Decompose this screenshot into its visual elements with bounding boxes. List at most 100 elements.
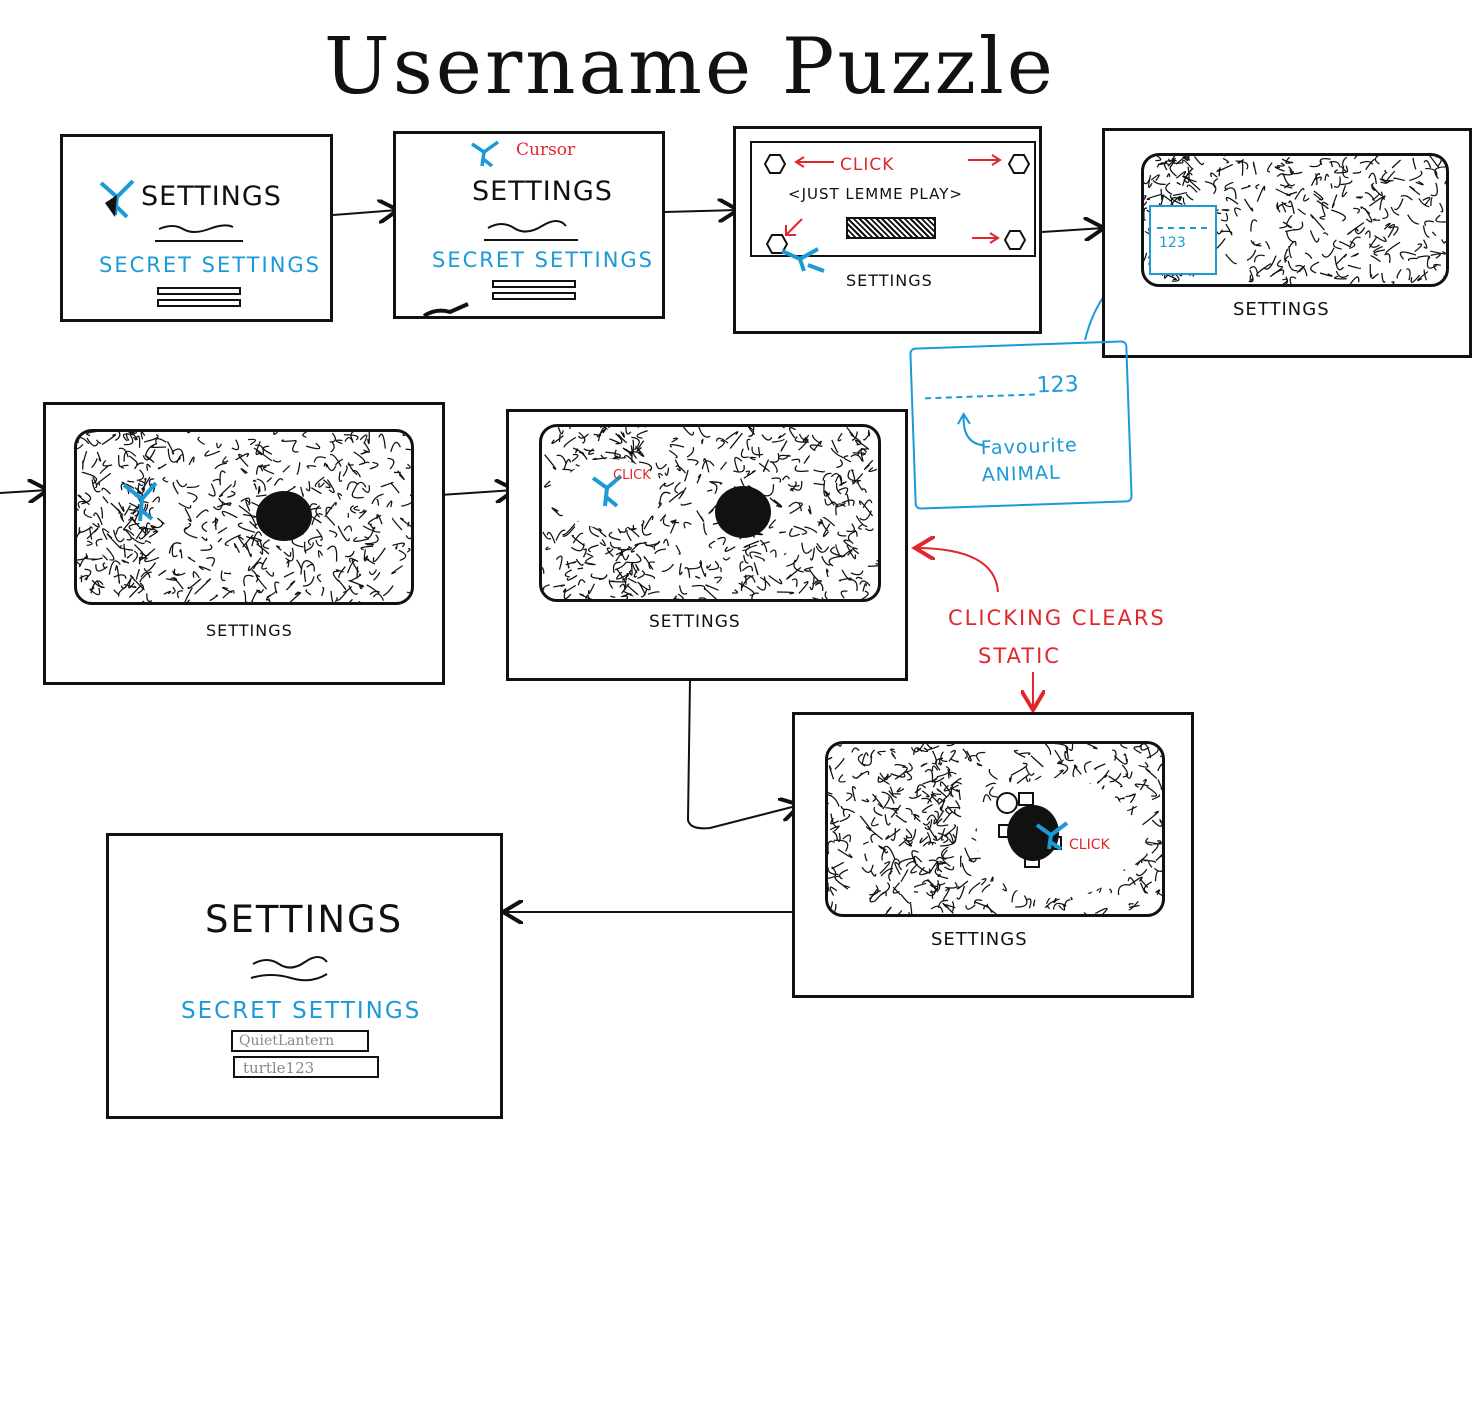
noise-stroke <box>877 750 886 756</box>
noise-stroke <box>102 496 109 504</box>
noise-stroke <box>1309 230 1320 243</box>
noise-stroke <box>617 434 628 444</box>
noise-stroke <box>90 580 104 594</box>
noise-stroke <box>626 553 642 564</box>
noise-stroke <box>819 518 829 532</box>
noise-stroke <box>1113 755 1128 765</box>
secret-settings-label[interactable]: SECRET SETTINGS <box>432 248 655 272</box>
noise-stroke <box>1144 195 1147 201</box>
noise-stroke <box>1417 271 1429 282</box>
noise-stroke <box>183 526 198 539</box>
hexagon-icon[interactable] <box>1008 153 1030 175</box>
noise-stroke <box>824 490 835 506</box>
callout-field-line <box>924 393 1035 400</box>
cursor-icon <box>781 247 825 273</box>
play-button-label[interactable]: <JUST LEMME PLAY> <box>788 185 963 203</box>
noise-stroke <box>347 463 354 466</box>
noise-stroke <box>1288 240 1297 249</box>
noise-stroke <box>402 432 408 437</box>
noise-stroke <box>941 846 949 860</box>
panel-7: CLICK SETTINGS <box>792 712 1194 998</box>
noise-stroke <box>371 493 384 505</box>
panel-6: CLICK SETTINGS <box>506 409 908 681</box>
noise-stroke <box>1134 783 1149 788</box>
noise-stroke <box>145 522 151 528</box>
noise-stroke <box>608 579 614 589</box>
noise-stroke <box>864 459 874 470</box>
noise-stroke <box>1161 194 1172 202</box>
noise-stroke <box>214 517 218 530</box>
noise-stroke <box>325 506 333 515</box>
noise-stroke <box>1253 254 1265 263</box>
noise-stroke <box>1128 900 1139 911</box>
noise-stroke <box>699 561 707 577</box>
noise-stroke <box>134 462 144 470</box>
noise-stroke <box>637 427 640 428</box>
noise-stroke <box>1154 869 1159 882</box>
noise-stroke <box>247 557 262 572</box>
username-field-popup[interactable]: 123 <box>1149 205 1217 275</box>
input-field-2[interactable] <box>492 292 576 300</box>
noise-stroke <box>310 487 322 495</box>
noise-stroke <box>706 564 712 569</box>
noise-stroke <box>337 492 343 500</box>
noise-stroke <box>742 565 754 572</box>
noise-stroke <box>337 579 347 590</box>
noise-stroke <box>830 817 839 825</box>
noise-stroke <box>1044 744 1052 755</box>
noise-stroke <box>405 448 411 451</box>
noise-stroke <box>930 905 944 913</box>
noise-stroke <box>1018 752 1031 756</box>
noise-stroke <box>1371 273 1379 280</box>
noise-stroke <box>1310 172 1321 186</box>
noise-stroke <box>117 455 122 468</box>
noise-stroke <box>841 549 853 558</box>
noise-stroke <box>791 578 798 588</box>
callout-field-value: 123 <box>1036 371 1080 399</box>
noise-stroke <box>262 539 270 550</box>
noise-stroke <box>243 574 254 587</box>
noise-stroke <box>883 845 896 860</box>
username-field[interactable]: QuietLantern <box>231 1030 369 1052</box>
noise-stroke <box>883 773 889 780</box>
noise-stroke <box>769 549 777 558</box>
noise-stroke <box>673 593 684 599</box>
noise-stroke <box>91 479 101 493</box>
noise-stroke <box>296 462 301 475</box>
input-field-2[interactable] <box>157 299 241 307</box>
click-label: CLICK <box>840 155 895 175</box>
secret-settings-label[interactable]: SECRET SETTINGS <box>99 253 322 277</box>
noise-stroke <box>965 904 976 910</box>
noise-stroke <box>709 481 723 485</box>
noise-stroke <box>835 543 841 557</box>
arrow-p1-p2 <box>332 210 398 215</box>
input-field-1[interactable] <box>492 280 576 288</box>
noise-stroke <box>705 584 719 591</box>
noise-stroke <box>243 590 247 602</box>
noise-stroke <box>846 523 856 533</box>
noise-stroke <box>1220 212 1229 222</box>
noise-stroke <box>81 471 98 485</box>
noise-stroke <box>128 522 140 531</box>
noise-stroke <box>1225 223 1233 236</box>
noise-stroke <box>116 568 121 584</box>
noise-stroke <box>242 513 257 518</box>
noise-stroke <box>1193 156 1205 166</box>
noise-stroke <box>1130 806 1134 816</box>
noise-stroke <box>924 819 933 830</box>
noise-stroke <box>1355 196 1363 199</box>
noise-stroke <box>405 591 411 602</box>
hexagon-icon[interactable] <box>1004 229 1026 251</box>
noise-stroke <box>122 433 135 442</box>
input-field-1[interactable] <box>157 287 241 295</box>
noise-stroke <box>1181 159 1193 169</box>
noise-stroke <box>231 439 240 451</box>
password-field[interactable]: turtle123 <box>233 1056 379 1078</box>
hexagon-icon[interactable] <box>764 153 786 175</box>
noise-stroke <box>106 547 115 561</box>
noise-stroke <box>1430 182 1438 197</box>
noise-stroke <box>945 806 961 815</box>
noise-stroke <box>633 569 638 578</box>
secret-settings-label[interactable]: SECRET SETTINGS <box>181 998 422 1024</box>
noise-stroke <box>668 449 678 459</box>
